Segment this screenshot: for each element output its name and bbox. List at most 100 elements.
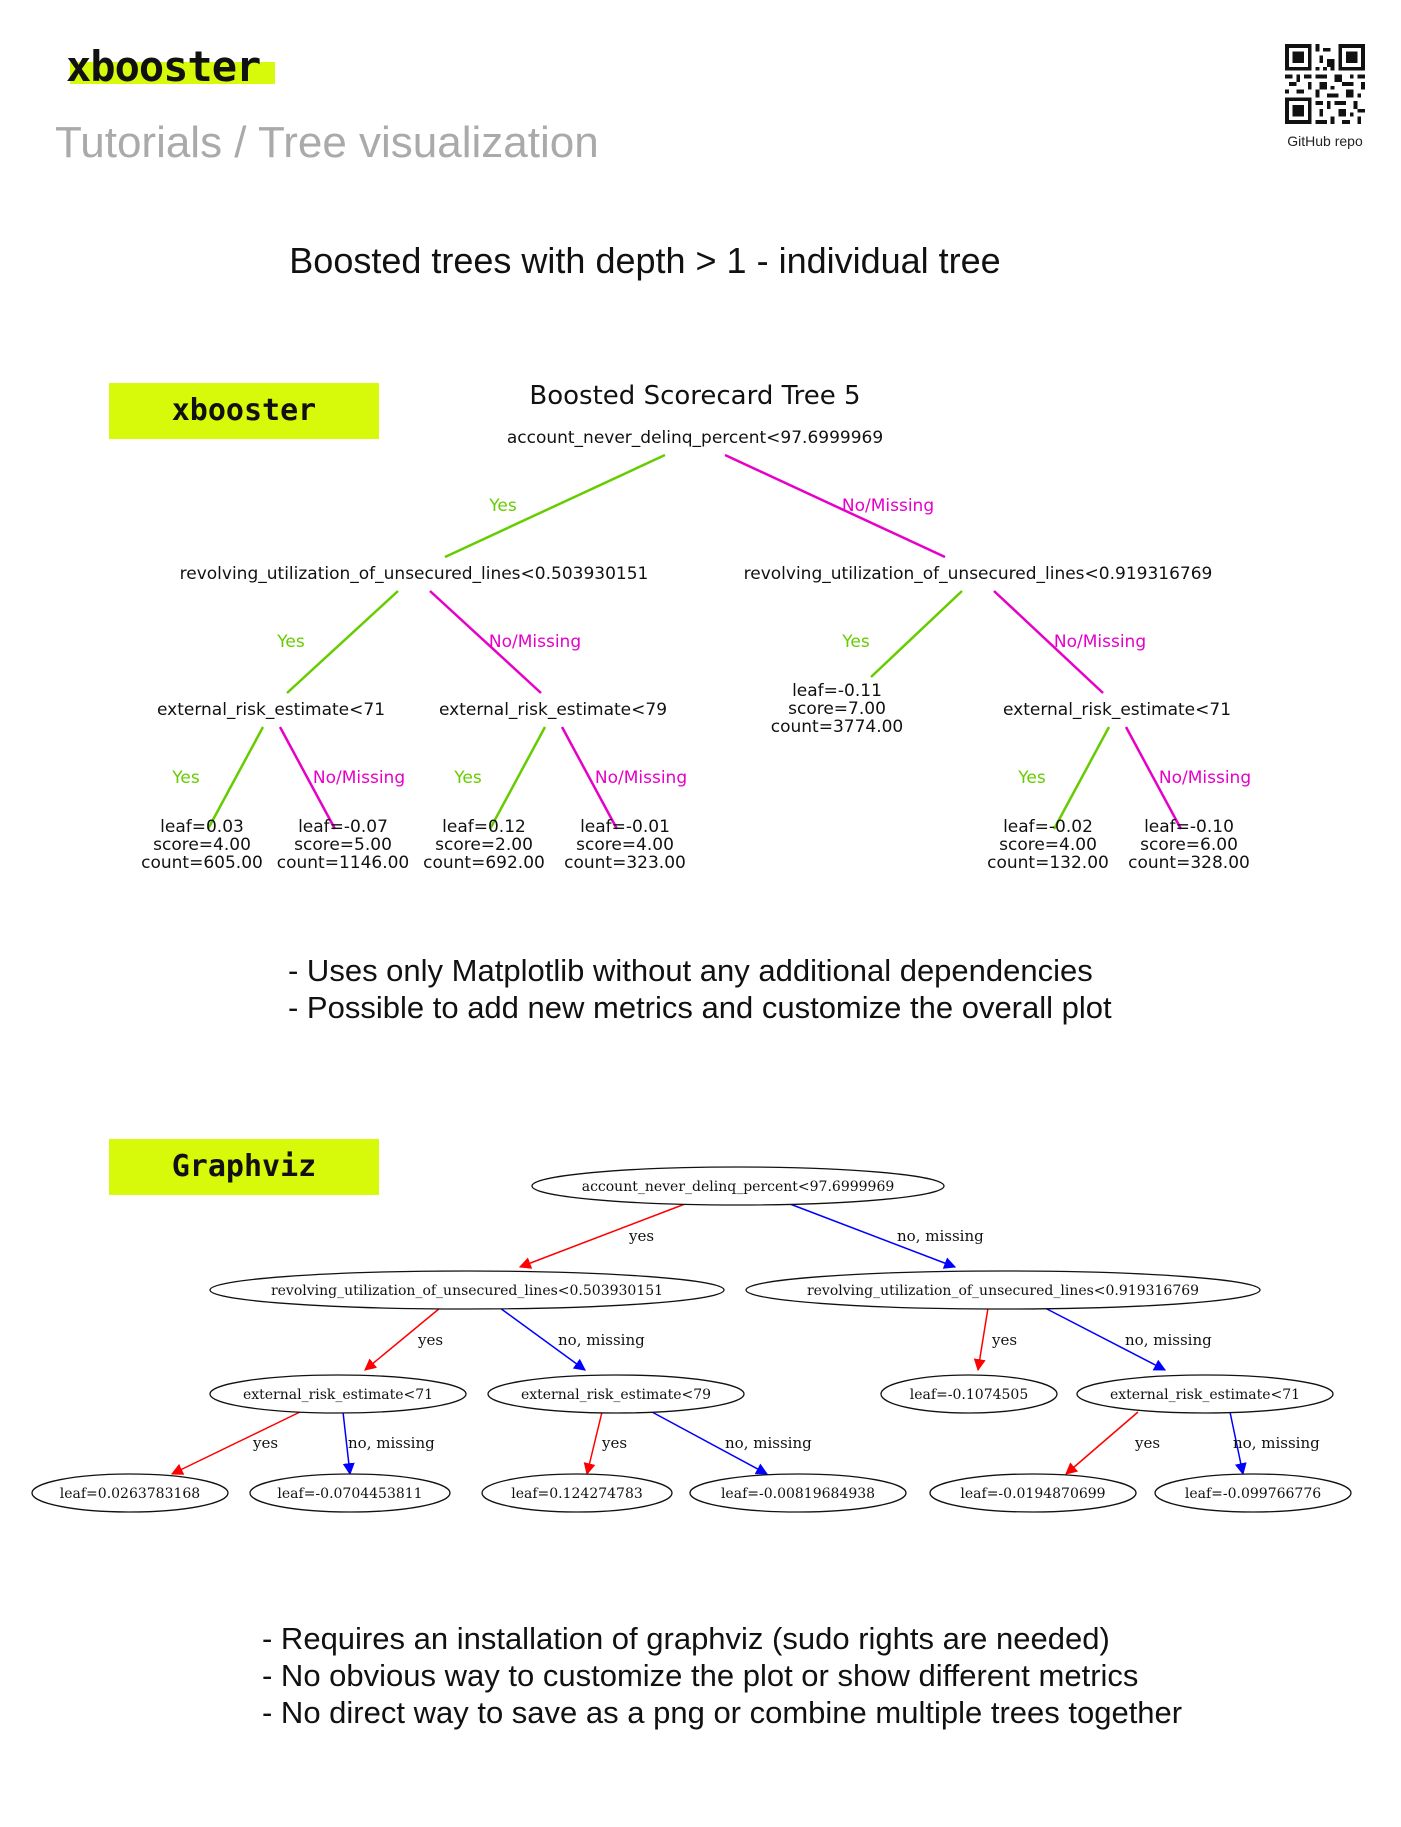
gv-leaf-label: leaf=0.124274783 [511, 1486, 643, 1502]
leaf-value: leaf=-0.07 [298, 817, 388, 837]
qr-label: GitHub repo [1287, 133, 1363, 149]
gv-edge-no [1044, 1307, 1167, 1371]
edge-label-yes: Yes [1017, 768, 1046, 788]
leaf-value: leaf=0.03 [160, 817, 244, 837]
tree-leaf: leaf=-0.11 score=7.00 count=3774.00 [771, 681, 904, 737]
gv-edge-label-no: no, missing [1125, 1331, 1212, 1349]
gv-edge-label-yes: yes [601, 1434, 627, 1452]
edge-label-no: No/Missing [595, 768, 687, 788]
gv-edge-label-no: no, missing [725, 1434, 812, 1452]
edge-yes [444, 453, 666, 559]
edge-no [724, 453, 946, 559]
edge-label-yes: Yes [171, 768, 200, 788]
gv-node-label: external_risk_estimate<71 [243, 1387, 433, 1403]
edge-yes [1052, 726, 1111, 830]
gv-node-label: leaf=-0.1074505 [910, 1387, 1028, 1403]
gv-edge-no [789, 1203, 957, 1269]
edge-label-no: No/Missing [1054, 632, 1146, 652]
leaf-count: count=1146.00 [277, 853, 410, 873]
gv-edge-no [342, 1411, 355, 1476]
tree-leaf: leaf=-0.01 score=4.00 count=323.00 [564, 817, 686, 873]
gv-node [1076, 1374, 1334, 1414]
graphviz-bullets: - Requires an installation of graphviz (… [262, 1620, 1182, 1731]
xbooster-bullets: - Uses only Matplotlib without any addit… [288, 952, 1112, 1026]
leaf-score: score=4.00 [999, 835, 1097, 855]
edge-no [278, 726, 337, 830]
graphviz-tag: Graphviz [109, 1139, 379, 1195]
gv-edge-label-yes: yes [417, 1331, 443, 1349]
edge-yes [286, 590, 399, 694]
tree-node: external_risk_estimate<71 [157, 700, 385, 720]
edge-label-yes: Yes [488, 496, 517, 516]
tree-leaf: leaf=0.03 score=4.00 count=605.00 [141, 817, 263, 873]
gv-node [880, 1374, 1058, 1414]
leaf-count: count=323.00 [564, 853, 686, 873]
tree-leaf: leaf=-0.02 score=4.00 count=132.00 [987, 817, 1109, 873]
leaf-count: count=328.00 [1128, 853, 1250, 873]
xbooster-tag-label: xbooster [171, 393, 317, 428]
bullet-item: - No obvious way to customize the plot o… [262, 1658, 1139, 1693]
tree-leaf: leaf=0.12 score=2.00 count=692.00 [423, 817, 545, 873]
gv-edge-no [1229, 1411, 1247, 1476]
gv-edge-yes [583, 1411, 603, 1476]
gv-leaf-label: leaf=-0.099766776 [1185, 1486, 1321, 1502]
leaf-value: leaf=-0.11 [792, 681, 882, 701]
gv-node-label: revolving_utilization_of_unsecured_lines… [807, 1283, 1199, 1299]
gv-edge-label-no: no, missing [348, 1434, 435, 1452]
tree-node: external_risk_estimate<71 [1003, 700, 1231, 720]
leaf-count: count=132.00 [987, 853, 1109, 873]
breadcrumb: Tutorials / Tree visualization [55, 118, 599, 167]
leaf-value: leaf=-0.01 [580, 817, 670, 837]
brand-logo: xbooster [66, 42, 261, 91]
leaf-score: score=2.00 [435, 835, 533, 855]
bullet-item: - Uses only Matplotlib without any addit… [288, 953, 1093, 988]
xbooster-tag: xbooster [109, 383, 379, 439]
gv-node-label: external_risk_estimate<71 [1110, 1387, 1300, 1403]
leaf-score: score=4.00 [153, 835, 251, 855]
gv-node-root [531, 1166, 945, 1206]
bullet-item: - Possible to add new metrics and custom… [288, 990, 1112, 1025]
leaf-value: leaf=-0.10 [1144, 817, 1234, 837]
tree-node: revolving_utilization_of_unsecured_lines… [744, 564, 1213, 584]
leaf-value: leaf=-0.02 [1003, 817, 1093, 837]
gv-edge-yes [1065, 1411, 1139, 1475]
brand-highlight [70, 62, 275, 84]
gv-leaf [689, 1473, 907, 1513]
graphviz-tree: yes no, missing yes no, missing yes no, … [31, 1166, 1352, 1513]
bullet-item: - Requires an installation of graphviz (… [262, 1621, 1110, 1656]
gv-edge-label-no: no, missing [897, 1227, 984, 1245]
gv-node-label: external_risk_estimate<79 [521, 1387, 711, 1403]
gv-edge-label-no: no, missing [1233, 1434, 1320, 1452]
bullet-item: - No direct way to save as a png or comb… [262, 1695, 1183, 1730]
gv-edge-no [499, 1307, 586, 1371]
edge-label-yes: Yes [453, 768, 482, 788]
leaf-value: leaf=0.12 [442, 817, 526, 837]
gv-edge-label-yes: yes [252, 1434, 278, 1452]
gv-edge-label-yes: yes [991, 1331, 1017, 1349]
edge-no [560, 726, 619, 830]
gv-node [209, 1374, 467, 1414]
leaf-score: score=5.00 [294, 835, 392, 855]
edge-label-yes: Yes [841, 632, 870, 652]
leaf-score: score=7.00 [788, 699, 886, 719]
leaf-score: score=6.00 [1140, 835, 1238, 855]
qr-code-icon[interactable] [1285, 44, 1365, 124]
edge-label-yes: Yes [276, 632, 305, 652]
gv-edge-label-yes: yes [628, 1227, 654, 1245]
gv-leaf [31, 1473, 229, 1513]
edge-yes [206, 726, 265, 830]
gv-node-label: account_never_delinq_percent<97.6999969 [582, 1179, 895, 1195]
chart-title: Boosted Scorecard Tree 5 [529, 381, 860, 411]
tree-node: external_risk_estimate<79 [439, 700, 667, 720]
tree-leaf: leaf=-0.10 score=6.00 count=328.00 [1128, 817, 1250, 873]
leaf-score: score=4.00 [576, 835, 674, 855]
gv-leaf-label: leaf=-0.0194870699 [960, 1486, 1105, 1502]
gv-edge-yes [973, 1307, 989, 1372]
section-title: Boosted trees with depth > 1 - individua… [289, 240, 1001, 281]
gv-leaf-label: leaf=-0.00819684938 [721, 1486, 875, 1502]
gv-leaf-label: leaf=-0.0704453811 [277, 1486, 422, 1502]
graphviz-tag-label: Graphviz [171, 1149, 317, 1184]
gv-edge-label-no: no, missing [558, 1331, 645, 1349]
gv-edge-yes [364, 1307, 441, 1371]
edge-no [429, 590, 542, 694]
